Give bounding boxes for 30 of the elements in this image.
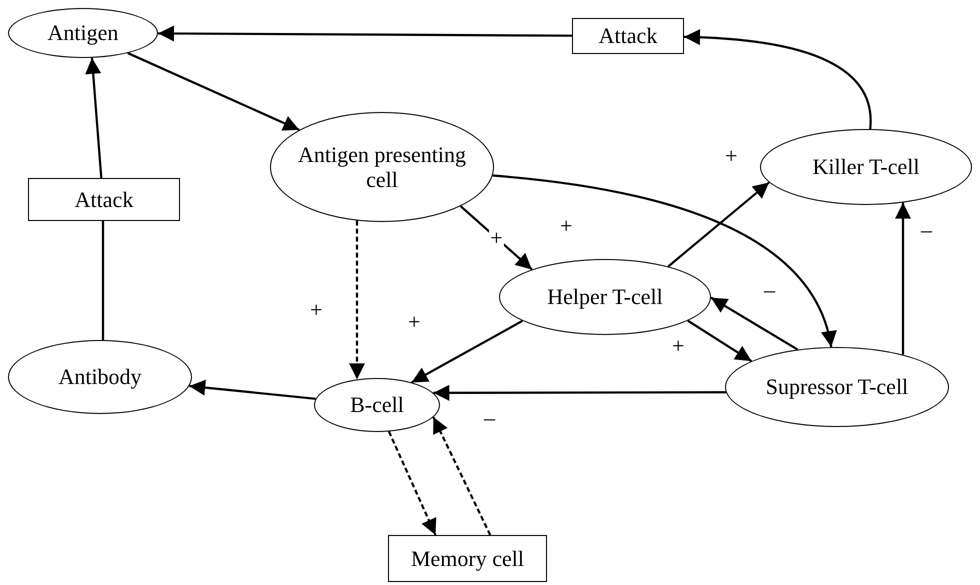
node-label: Attack — [598, 23, 658, 49]
arrow — [668, 182, 770, 268]
node-label: Supressor T-cell — [766, 374, 908, 400]
arrow — [895, 202, 911, 355]
arrow — [684, 29, 872, 130]
arrow — [687, 320, 752, 362]
arrow — [127, 52, 300, 131]
process-box — [572, 18, 684, 54]
dashed-arrow — [388, 431, 436, 536]
node-label: B-cell — [350, 392, 404, 418]
arrow — [492, 174, 836, 348]
arrow — [85, 58, 102, 178]
cell-ellipse — [314, 378, 440, 432]
arrow — [189, 380, 316, 400]
node-label: Antibody — [58, 364, 142, 390]
process-box — [388, 535, 547, 582]
process-box — [28, 178, 180, 221]
dashed-arrow — [432, 416, 492, 536]
arrow — [460, 205, 533, 270]
node-label: Antigen — [48, 20, 118, 46]
arrow — [158, 26, 572, 42]
arrow — [411, 320, 523, 384]
node-label: Attack — [74, 186, 134, 212]
dashed-arrow — [349, 220, 365, 380]
node-label: Antigen presenting cell — [297, 142, 467, 192]
node-label: Helper T-cell — [547, 284, 663, 310]
node-label: Killer T-cell — [812, 154, 920, 180]
arrow — [710, 296, 798, 350]
arrow — [433, 384, 726, 401]
node-label: Memory cell — [410, 546, 524, 572]
